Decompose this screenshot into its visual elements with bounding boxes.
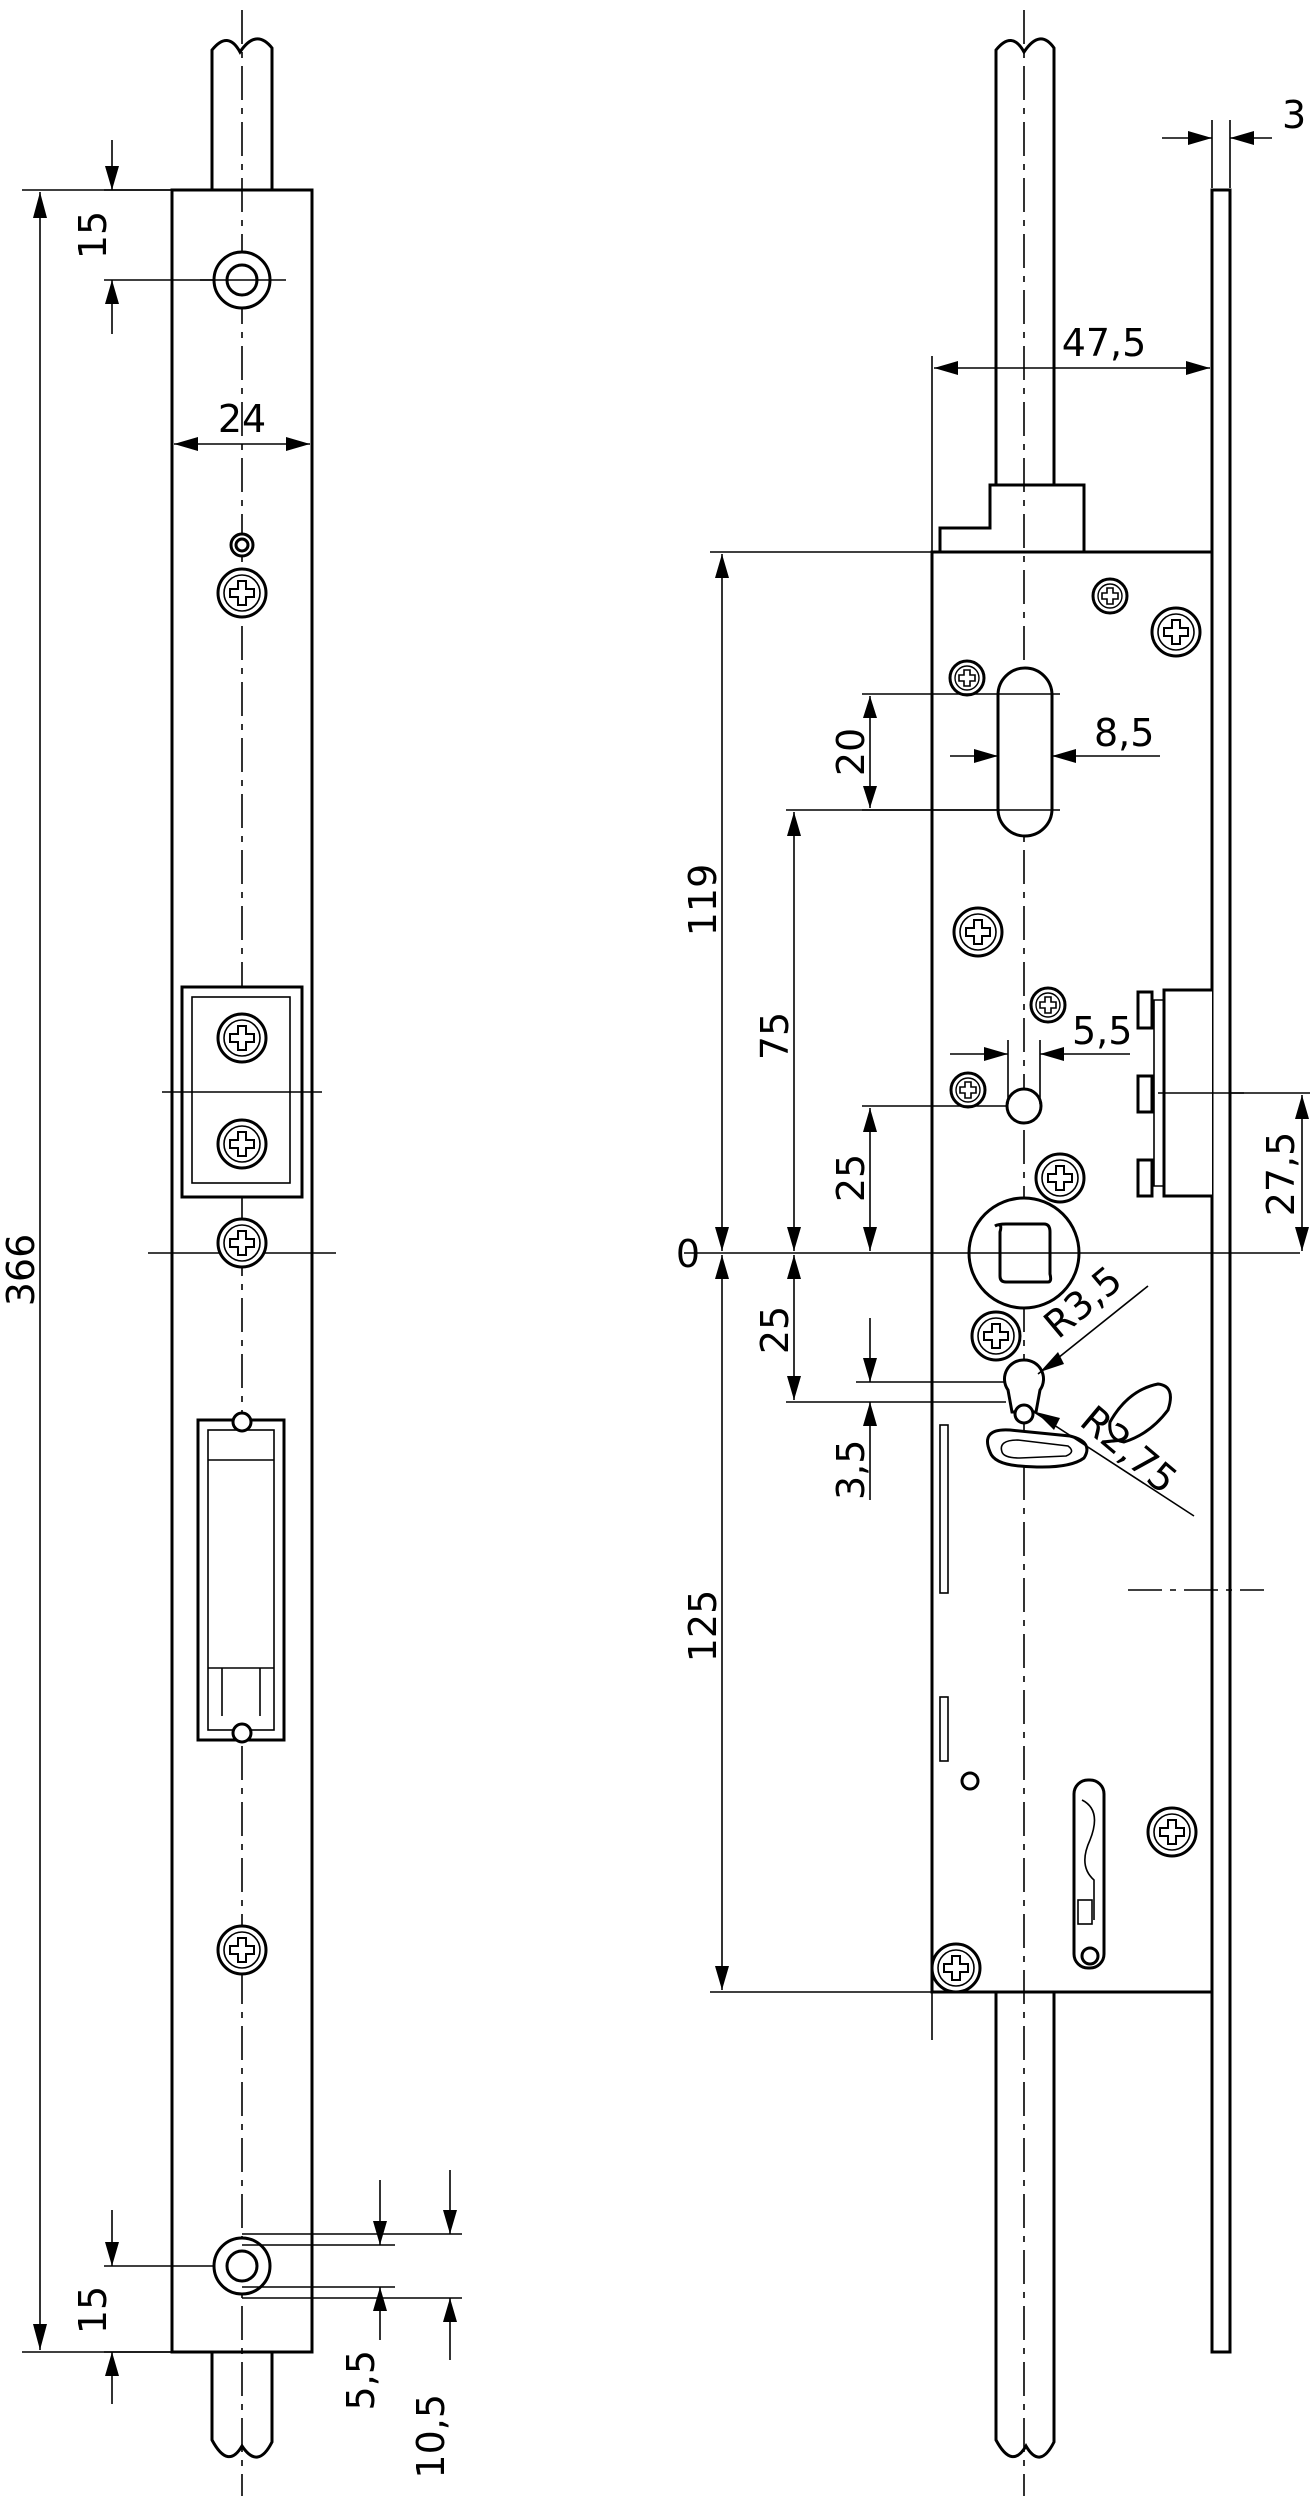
side-lower-mechanism: [1072, 1778, 1106, 1970]
label-top-hole-offset: 15: [71, 211, 115, 259]
side-cam-lever: [986, 1382, 1172, 1469]
side-guide-slot-1: [939, 1424, 949, 1594]
label-latch-offset: 27,5: [1259, 1132, 1303, 1217]
dim-bottom-hole-offset: 15: [71, 2210, 214, 2404]
front-top-hole: [200, 250, 286, 310]
front-screw-1: [216, 567, 268, 619]
side-rod-bottom: [994, 1992, 1056, 2459]
side-screw-6: [949, 1071, 987, 1109]
front-screw-3: [216, 1118, 268, 1170]
front-bottom-hole: [212, 2233, 462, 2299]
label-pin-offset: 25: [829, 1154, 873, 1202]
dim-slot-width: 8,5: [950, 711, 1160, 770]
dim-top-hole-offset: 15: [71, 140, 214, 334]
front-latch-window: [196, 1411, 286, 1744]
label-pin-height-above: 75: [753, 1012, 797, 1060]
label-faceplate-thickness: 3: [1282, 93, 1306, 137]
dim-slot-height: 20: [829, 693, 1060, 811]
side-rod-connector: [938, 483, 1086, 554]
side-screw-10: [930, 1942, 982, 1994]
dim-bottom-section: 125: [681, 1255, 932, 1993]
label-keyhole-gap: 3,5: [829, 1440, 873, 1500]
label-hole-size-a: 5,5: [339, 2350, 383, 2410]
label-slot-width: 8,5: [1094, 711, 1154, 755]
side-screw-4: [952, 906, 1004, 958]
dim-backset: 47,5: [934, 321, 1210, 375]
dim-keyhole-gap: 3,5: [829, 1318, 1004, 1500]
label-backset: 47,5: [1062, 321, 1147, 365]
dim-keyhole-offset: 25: [753, 1255, 1006, 1403]
side-screw-9: [1146, 1806, 1198, 1858]
dim-latch-offset: 27,5: [1230, 1092, 1310, 1251]
front-view: 366 15 24 15: [0, 10, 462, 2496]
label-bottom-hole-offset: 15: [71, 2286, 115, 2334]
side-screw-2: [1150, 606, 1202, 658]
front-screw-5: [216, 1924, 268, 1976]
dim-faceplate-width: 24: [174, 397, 310, 451]
dim-hole-size-b: 10,5: [409, 2170, 457, 2479]
dim-top-section: 119: [681, 551, 932, 1251]
label-faceplate-width: 24: [218, 397, 266, 441]
side-screw-1: [1091, 577, 1129, 615]
side-faceplate: [1210, 188, 1232, 2354]
side-screw-5: [1029, 986, 1067, 1024]
dim-faceplate-thickness: 3: [1162, 93, 1306, 188]
label-keyhole-offset: 25: [753, 1306, 797, 1354]
front-rod-top: [210, 37, 274, 190]
label-slot-height: 20: [829, 728, 873, 776]
side-pin: [1005, 1087, 1043, 1125]
label-pin-diameter: 5,5: [1072, 1009, 1132, 1053]
side-small-hole: [960, 1771, 980, 1791]
dim-pin-diameter: 5,5: [950, 1009, 1132, 1104]
side-screw-3: [948, 659, 986, 697]
dim-pin-height-above: 75: [753, 809, 1000, 1251]
front-small-pin: [229, 532, 255, 558]
side-keyhole: [1003, 1358, 1045, 1425]
side-latch-bolt: [1136, 988, 1244, 1198]
dim-overall-height: 366: [0, 189, 172, 2353]
label-hole-size-b: 10,5: [409, 2394, 453, 2479]
dim-hole-size-a: 5,5: [339, 2180, 387, 2410]
label-top-section: 119: [681, 864, 725, 937]
side-guide-slot-2: [939, 1696, 949, 1762]
side-rod-top: [994, 37, 1056, 485]
dim-pin-offset: 25: [829, 1105, 1008, 1251]
side-screw-8: [970, 1310, 1022, 1362]
side-screw-7: [1034, 1152, 1086, 1204]
label-overall-height: 366: [0, 1234, 43, 1307]
side-view: 3 47,5 119 20: [676, 10, 1310, 2496]
front-screw-4: [216, 1217, 268, 1269]
label-origin: 0: [676, 1232, 700, 1276]
front-screw-2: [216, 1012, 268, 1064]
label-bottom-section: 125: [681, 1590, 725, 1663]
